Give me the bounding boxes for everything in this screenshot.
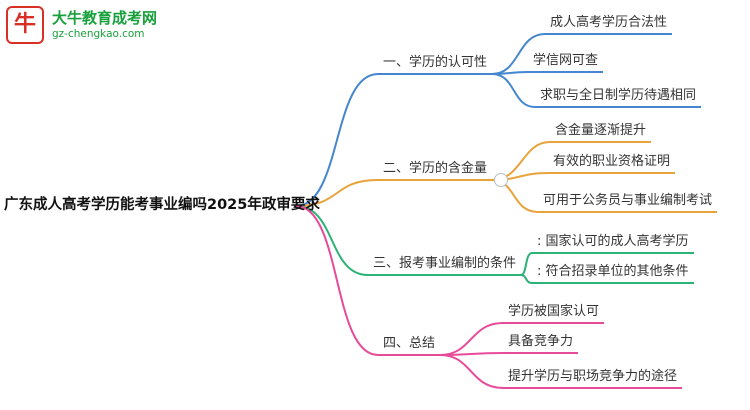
bull-icon: 牛 <box>6 6 44 44</box>
leaf-node[interactable]: : 符合招录单位的其他条件 <box>532 262 694 284</box>
collapse-toggle[interactable] <box>494 173 508 187</box>
connector-line <box>295 179 379 207</box>
leaf-node[interactable]: 求职与全日制学历待遇相同 <box>535 86 702 108</box>
leaf-node[interactable]: 含金量逐渐提升 <box>550 121 652 143</box>
leaf-node[interactable]: 有效的职业资格证明 <box>548 152 676 174</box>
connector-line <box>439 322 504 356</box>
site-name: 大牛教育成考网 <box>52 9 158 27</box>
connector-line <box>295 73 379 207</box>
leaf-node[interactable]: : 国家认可的成人高考学历 <box>532 232 694 254</box>
mindmap-root-node[interactable]: 广东成人高考学历能考事业编吗2025年政审要求 <box>4 197 320 213</box>
leaf-node[interactable]: 提升学历与职场竞争力的途径 <box>503 367 683 389</box>
site-domain: gz-chengkao.com <box>52 28 145 40</box>
connector-line <box>520 252 533 276</box>
logo-texts: 大牛教育成考网 gz-chengkao.com <box>52 6 157 41</box>
leaf-node[interactable]: 可用于公务员与事业编制考试 <box>538 191 718 213</box>
connector-line <box>295 205 379 356</box>
branch-node-requirements[interactable]: 三、报考事业编制的条件 <box>368 254 521 276</box>
connector-line <box>520 274 533 284</box>
connector-line <box>439 354 504 389</box>
site-logo[interactable]: 牛 大牛教育成考网 gz-chengkao.com <box>6 6 157 44</box>
connector-line <box>295 205 369 276</box>
leaf-node[interactable]: 学历被国家认可 <box>503 302 605 324</box>
leaf-node[interactable]: 学信网可查 <box>528 51 604 73</box>
connector-line <box>491 73 536 108</box>
branch-node-recognition[interactable]: 一、学历的认可性 <box>378 53 492 75</box>
branch-node-summary[interactable]: 四、总结 <box>378 334 440 356</box>
leaf-node[interactable]: 具备竞争力 <box>503 332 579 354</box>
bull-glyph: 牛 <box>13 12 36 37</box>
leaf-node[interactable]: 成人高考学历合法性 <box>545 13 673 35</box>
branch-node-value[interactable]: 二、学历的含金量 <box>378 159 492 181</box>
